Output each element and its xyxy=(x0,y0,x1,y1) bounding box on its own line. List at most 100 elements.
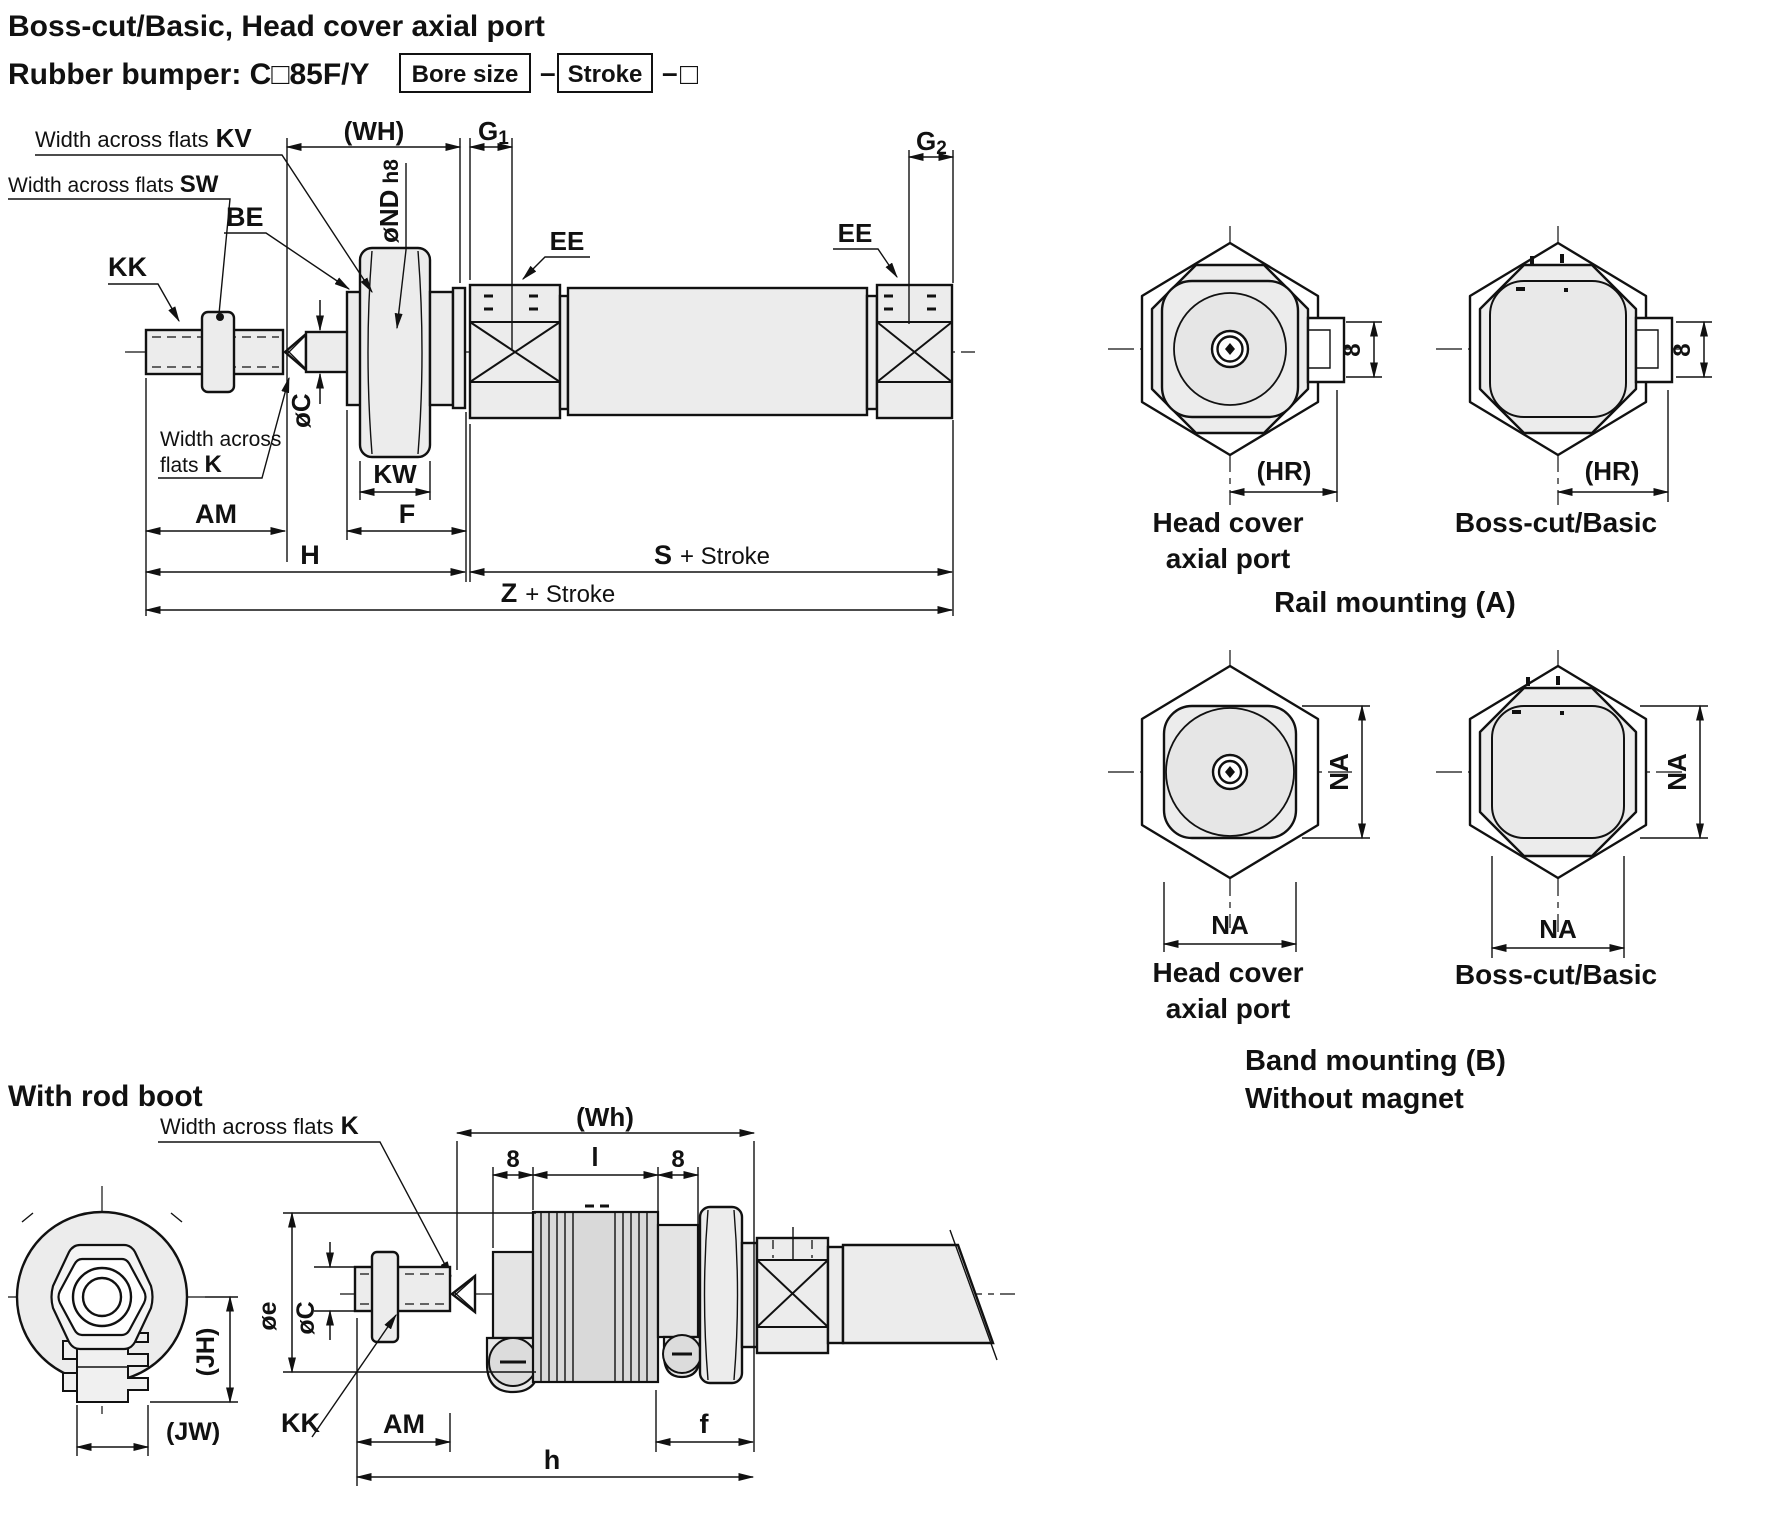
rail-view-head-cover: 8 (HR) Head cover axial port xyxy=(1108,226,1382,574)
rod-boot-bellows xyxy=(531,1210,660,1384)
stroke-label: Stroke xyxy=(568,61,643,88)
dim-G2-label: G2 xyxy=(916,126,947,159)
svg-text:EE: EE xyxy=(838,218,873,248)
option-square: □ xyxy=(680,58,699,91)
dim-8-label: 8 xyxy=(671,1146,684,1173)
tube-neck xyxy=(826,1245,845,1345)
tube-neck-rear xyxy=(865,294,879,411)
dim-Wh-label: (Wh) xyxy=(576,1102,634,1132)
cover-square xyxy=(1491,705,1625,839)
view-label-head-cover-2: axial port xyxy=(1166,993,1290,1024)
separator-dash-1: – xyxy=(540,57,556,88)
label-ND: øNDh8 xyxy=(374,159,407,330)
rod-flats xyxy=(450,1273,477,1315)
dim-NA-label: NA xyxy=(1211,910,1249,940)
rail-mounting-section: 8 (HR) Head cover axial port 8 (HR) Boss… xyxy=(1108,226,1712,619)
view-label-head-cover-1: Head cover xyxy=(1153,507,1304,538)
boot-clamp-left xyxy=(491,1250,535,1340)
band-mounting-heading-2: Without magnet xyxy=(1245,1083,1464,1115)
label-BE: BE xyxy=(224,202,351,290)
rail-view-boss-cut: 8 (HR) Boss-cut/Basic xyxy=(1436,226,1712,538)
bore-size-label: Bore size xyxy=(412,61,519,88)
dim-NA-label: NA xyxy=(1539,914,1577,944)
rail-mounting-heading: Rail mounting (A) xyxy=(1274,587,1516,619)
dim-AM-label: AM xyxy=(383,1409,425,1439)
boot-clamp-right xyxy=(656,1223,700,1339)
dim-KW-label: KW xyxy=(373,459,417,489)
dim-JW-label: (JW) xyxy=(166,1418,220,1446)
dim-f-label: f xyxy=(700,1409,710,1439)
dim-oe: øe xyxy=(254,1211,536,1374)
svg-text:øe: øe xyxy=(254,1301,282,1330)
cover-square xyxy=(1489,280,1627,418)
label-EE-front: EE xyxy=(522,226,590,280)
rod-end-nut xyxy=(370,1250,400,1344)
dim-8-label: 8 xyxy=(506,1146,519,1173)
dim-WH-label: (WH) xyxy=(344,116,405,146)
dim-l-label: l xyxy=(591,1142,598,1172)
dim-Z-label: Z+ Stroke xyxy=(501,578,616,608)
title-block: Boss-cut/Basic, Head cover axial port Ru… xyxy=(8,10,699,93)
view-label-boss-cut: Boss-cut/Basic xyxy=(1455,507,1657,538)
separator-dash-2: – xyxy=(662,57,678,88)
cylinder-tube-break xyxy=(841,1243,995,1345)
dim-oC: øC xyxy=(286,300,324,428)
stroke-box xyxy=(557,53,653,93)
dim-G1-label: G1 xyxy=(478,116,509,149)
band-mounting-section: NA NA Head cover axial port NA NA Boss-c… xyxy=(1108,650,1708,1115)
svg-text:øC: øC xyxy=(286,393,316,428)
rail-clip xyxy=(1634,316,1674,384)
svg-text:EE: EE xyxy=(550,226,585,256)
svg-text:KK: KK xyxy=(108,252,147,282)
model-code-prefix: Rubber bumper: C□85F/Y xyxy=(8,58,370,91)
svg-text:BE: BE xyxy=(226,202,264,232)
band-mounting-heading-1: Band mounting (B) xyxy=(1245,1045,1506,1077)
rod-boot-heading: With rod boot xyxy=(8,1080,203,1113)
cylinder-tube xyxy=(566,286,869,417)
dim-HR-label: (HR) xyxy=(1585,456,1640,486)
svg-text:øC: øC xyxy=(292,1301,320,1334)
dim-HR-label: (HR) xyxy=(1257,456,1312,486)
dim-AM-label: AM xyxy=(195,499,237,529)
view-label-boss-cut: Boss-cut/Basic xyxy=(1455,959,1657,990)
dim-NA-label: NA xyxy=(1324,753,1354,791)
rail-clip xyxy=(1306,316,1346,384)
dim-NA-label: NA xyxy=(1662,753,1692,791)
dim-8-label: 8 xyxy=(1339,343,1366,356)
boss-washer xyxy=(740,1241,759,1349)
svg-text:Width across: Width across xyxy=(160,428,281,451)
rod-boot-end-view: (JH) (JW) xyxy=(8,1186,238,1456)
dim-H-label: H xyxy=(300,540,320,570)
dim-JH-label: (JH) xyxy=(192,1328,220,1377)
bore-size-box xyxy=(399,53,531,93)
band-view-boss-cut: NA NA Boss-cut/Basic xyxy=(1436,650,1708,990)
boss-collar-2 xyxy=(428,290,455,407)
view-label-head-cover-2: axial port xyxy=(1166,543,1290,574)
svg-text:øNDh8: øNDh8 xyxy=(374,159,404,243)
band-view-head-cover: NA NA Head cover axial port xyxy=(1108,650,1370,1024)
view-label-head-cover-1: Head cover xyxy=(1153,957,1304,988)
label-KK-boot: KK xyxy=(281,1313,397,1438)
rod-end-nut xyxy=(200,310,236,394)
boss-washer xyxy=(451,286,467,410)
dim-8-label: 8 xyxy=(1669,343,1696,356)
rod-boot-section: With rod boot (JH) (JW) Wid xyxy=(8,1080,1015,1486)
dim-h-label: h xyxy=(544,1445,561,1475)
label-KK: KK xyxy=(108,252,180,323)
label-EE-rear: EE xyxy=(833,218,898,279)
dim-S-label: S+ Stroke xyxy=(654,540,770,570)
page-title: Boss-cut/Basic, Head cover axial port xyxy=(8,10,545,43)
dim-oC-boot: øC xyxy=(292,1242,356,1340)
tube-neck-front xyxy=(558,294,570,411)
